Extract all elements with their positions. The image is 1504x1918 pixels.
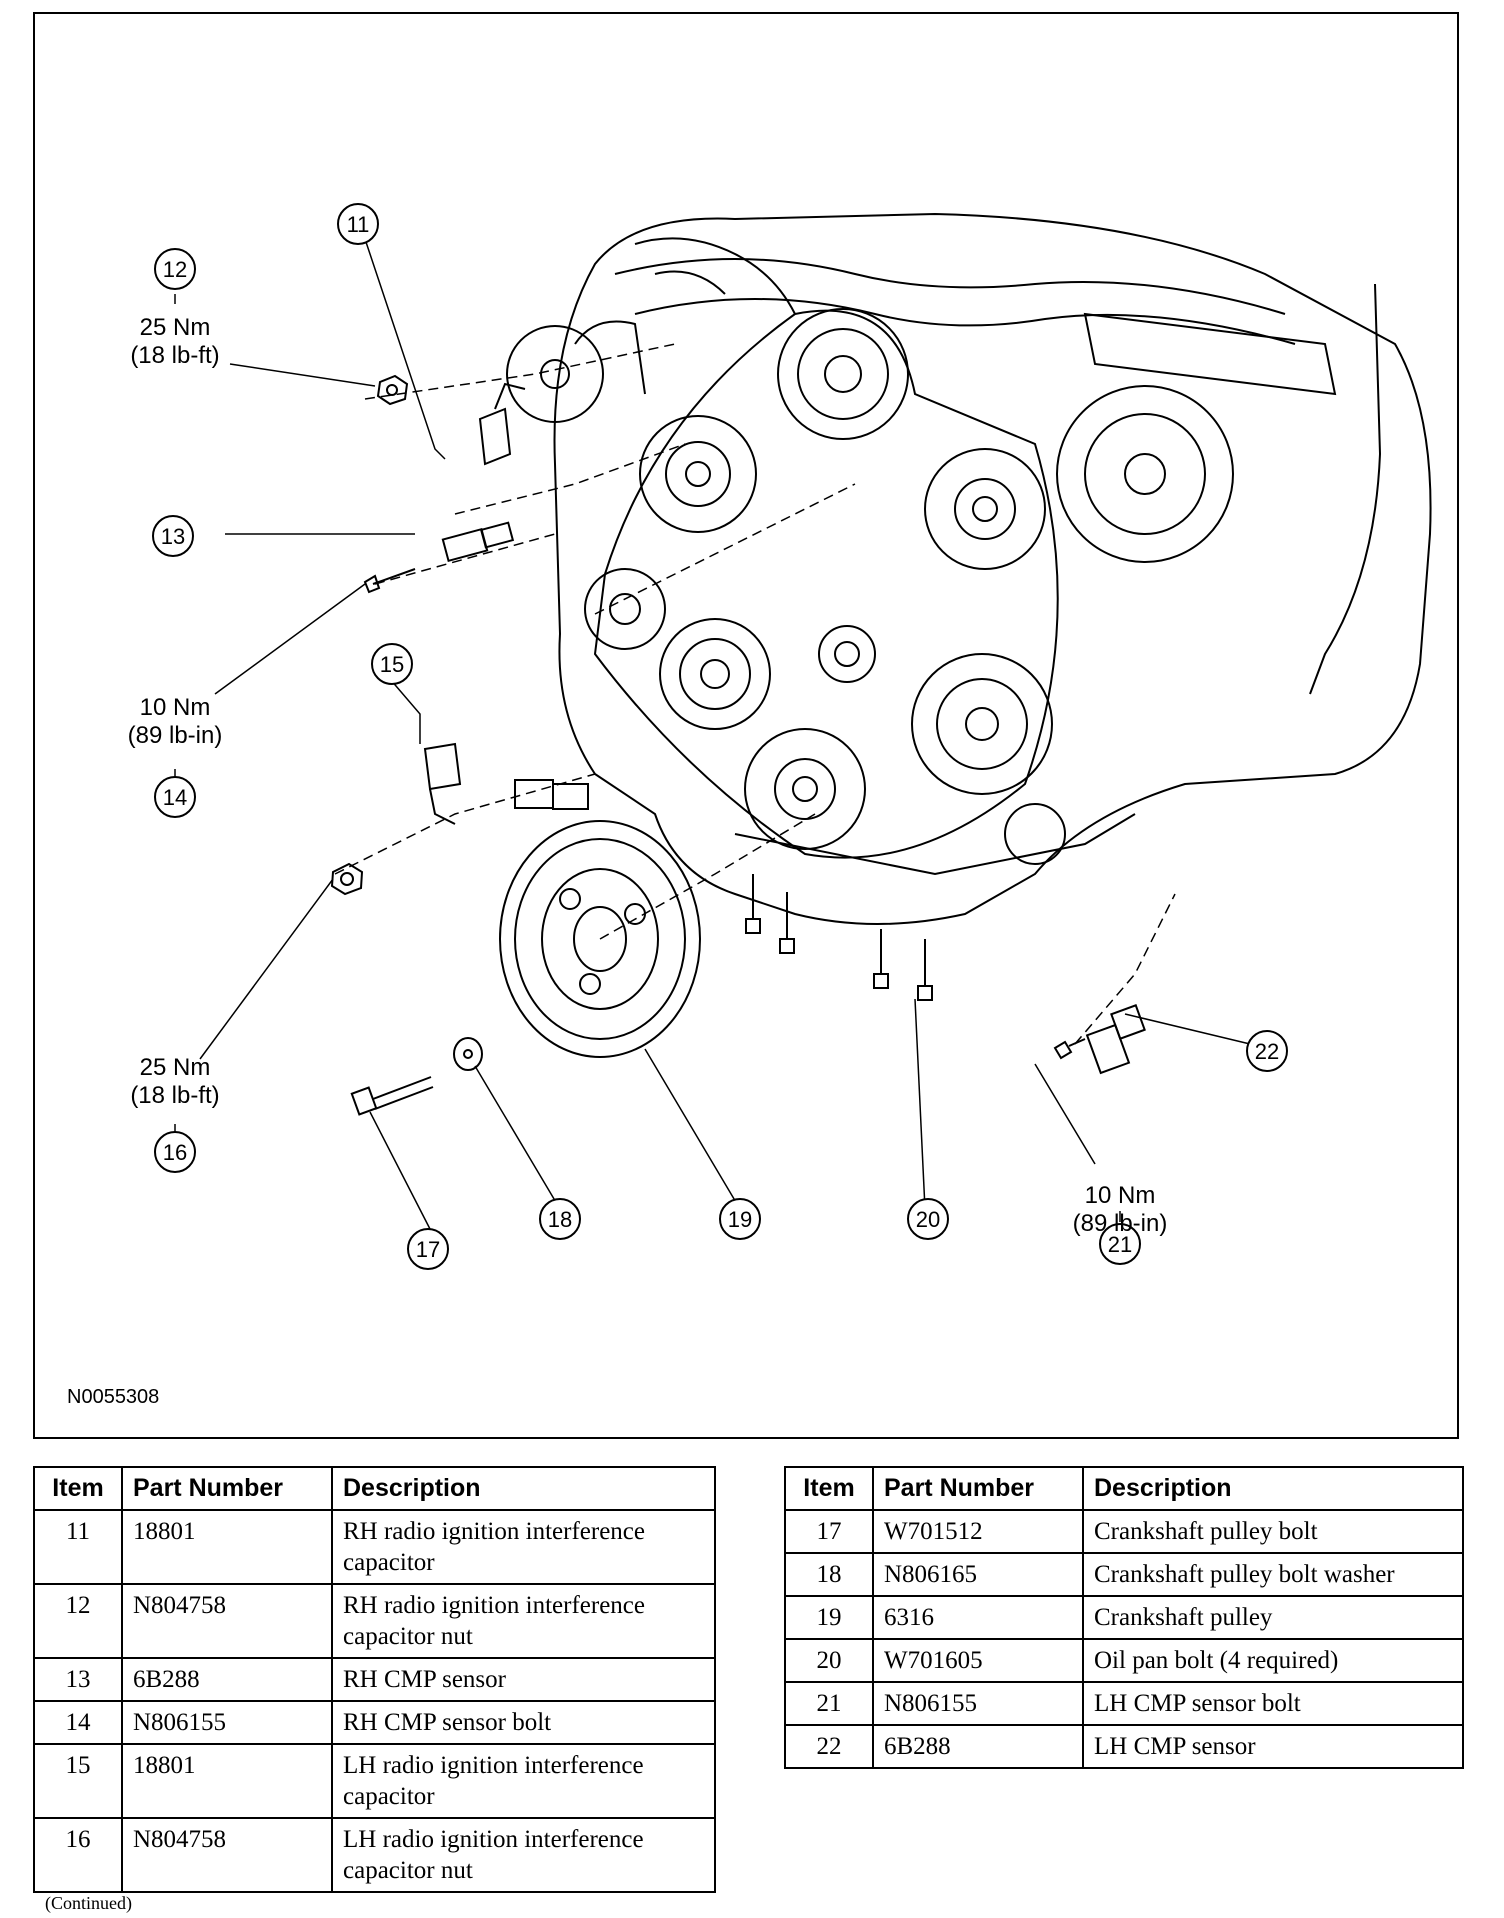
callout-12: 12 (163, 257, 187, 282)
torque-label-12: 25 Nm (18 lb-ft) (130, 314, 220, 369)
callout-21: 21 (1108, 1232, 1132, 1257)
torque-label-14: 10 Nm (89 lb-in) (127, 694, 223, 749)
callout-17: 17 (416, 1237, 440, 1262)
header-item: Item (784, 1466, 874, 1511)
header-part-number: Part Number (872, 1466, 1084, 1511)
header-description: Description (1082, 1466, 1464, 1511)
callout-18: 18 (548, 1207, 572, 1232)
exploded-view-diagram: 11 12 13 14 15 16 17 18 19 20 21 22 25 N… (33, 12, 1459, 1439)
figure-id: N0055308 (67, 1386, 160, 1408)
continued-note: (Continued) (45, 1893, 132, 1913)
torque-label-21: 10 Nm (89 lb-in) (1072, 1182, 1168, 1237)
engine-block-drawing (330, 212, 1432, 1116)
engine-illustration: 11 12 13 14 15 16 17 18 19 20 21 22 (152, 203, 1432, 1270)
table-header-row: Item Part Number Description (784, 1466, 1464, 1511)
assembly-lines (334, 343, 1176, 1045)
header-item: Item (33, 1466, 123, 1511)
callout-leaders (174, 223, 1251, 1230)
callout-circles (152, 203, 1288, 1270)
callout-15: 15 (380, 652, 404, 677)
header-description: Description (331, 1466, 716, 1511)
callout-numbers: 11 12 13 14 15 16 17 18 19 20 21 22 (161, 212, 1279, 1262)
callout-22: 22 (1255, 1039, 1279, 1064)
callout-16: 16 (163, 1140, 187, 1165)
callout-14: 14 (163, 785, 187, 810)
callout-13: 13 (161, 524, 185, 549)
torque-label-16: 25 Nm (18 lb-ft) (130, 1054, 220, 1109)
callout-11: 11 (347, 212, 370, 237)
table-header-row: Item Part Number Description (33, 1466, 716, 1511)
callout-19: 19 (728, 1207, 752, 1232)
callout-20: 20 (916, 1207, 940, 1232)
header-part-number: Part Number (121, 1466, 333, 1511)
